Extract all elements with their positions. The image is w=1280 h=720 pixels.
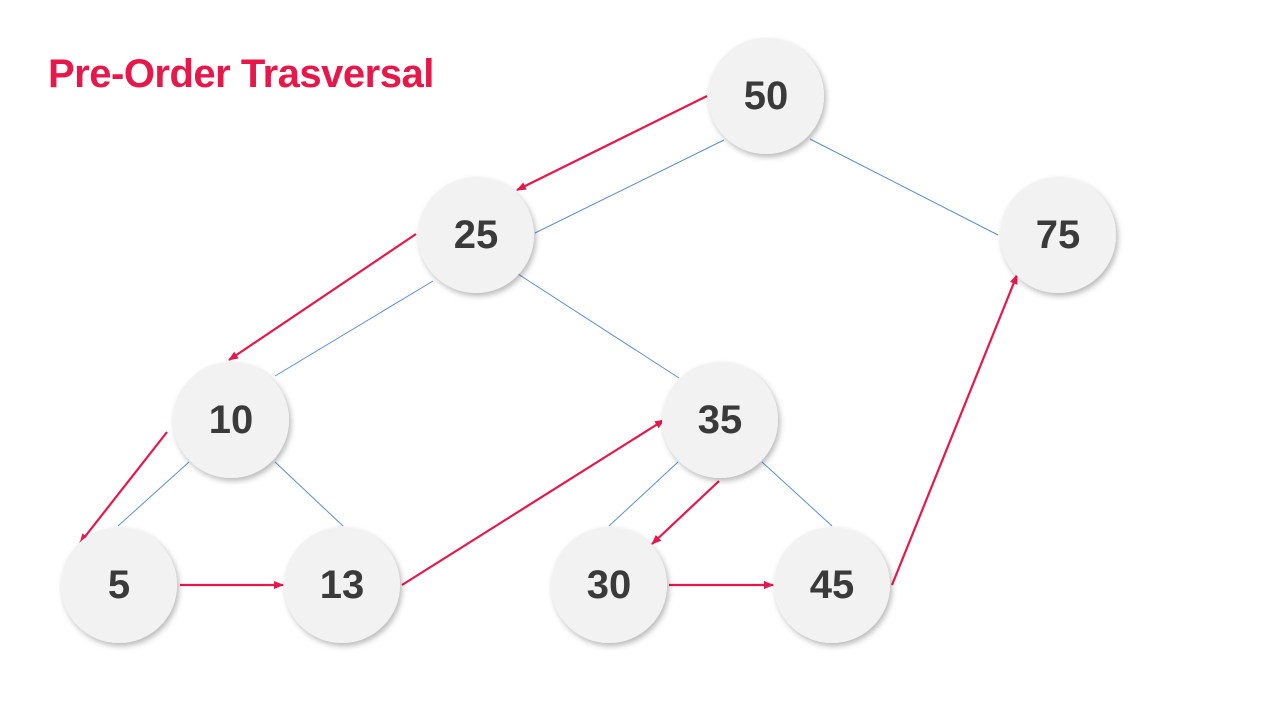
tree-node: 13 [284,527,400,643]
traversal-arrow-13-to-35 [401,419,665,586]
traversal-arrow-45-to-75 [890,274,1019,586]
node-label: 13 [320,563,365,607]
tree-edge-35-45 [761,461,833,527]
traversal-arrow-25-to-10 [228,233,417,361]
page-title: Pre-Order Trasversal [48,52,434,96]
tree-nodes: 50 25 75 10 35 5 13 30 [61,38,1116,643]
traversal-arrow-35-to-30 [651,480,720,545]
tree-edges [117,138,999,527]
tree-edge-25-35 [517,273,680,379]
tree-node: 35 [662,362,778,478]
tree-edge-35-30 [608,461,679,527]
node-label: 50 [744,74,789,118]
tree-edge-25-10 [274,280,434,377]
tree-node: 75 [1000,177,1116,293]
tree-edge-50-75 [809,138,999,236]
tree-node: 25 [418,177,534,293]
tree-edge-10-13 [274,461,344,527]
node-label: 5 [108,563,130,607]
tree-node: 45 [774,527,890,643]
tree-node: 50 [708,38,824,154]
node-label: 25 [454,213,499,257]
traversal-arrow-50-to-25 [516,95,708,191]
tree-edge-10-5 [117,461,190,527]
node-label: 75 [1036,213,1081,257]
traversal-arrows [79,95,1019,589]
tree-node: 10 [173,362,289,478]
tree-node: 30 [551,527,667,643]
tree-edge-50-25 [534,139,725,234]
node-label: 35 [698,398,743,442]
tree-node: 5 [61,527,177,643]
node-label: 10 [209,398,254,442]
node-label: 30 [587,563,632,607]
node-label: 45 [810,563,855,607]
traversal-arrow-10-to-5 [79,431,168,544]
